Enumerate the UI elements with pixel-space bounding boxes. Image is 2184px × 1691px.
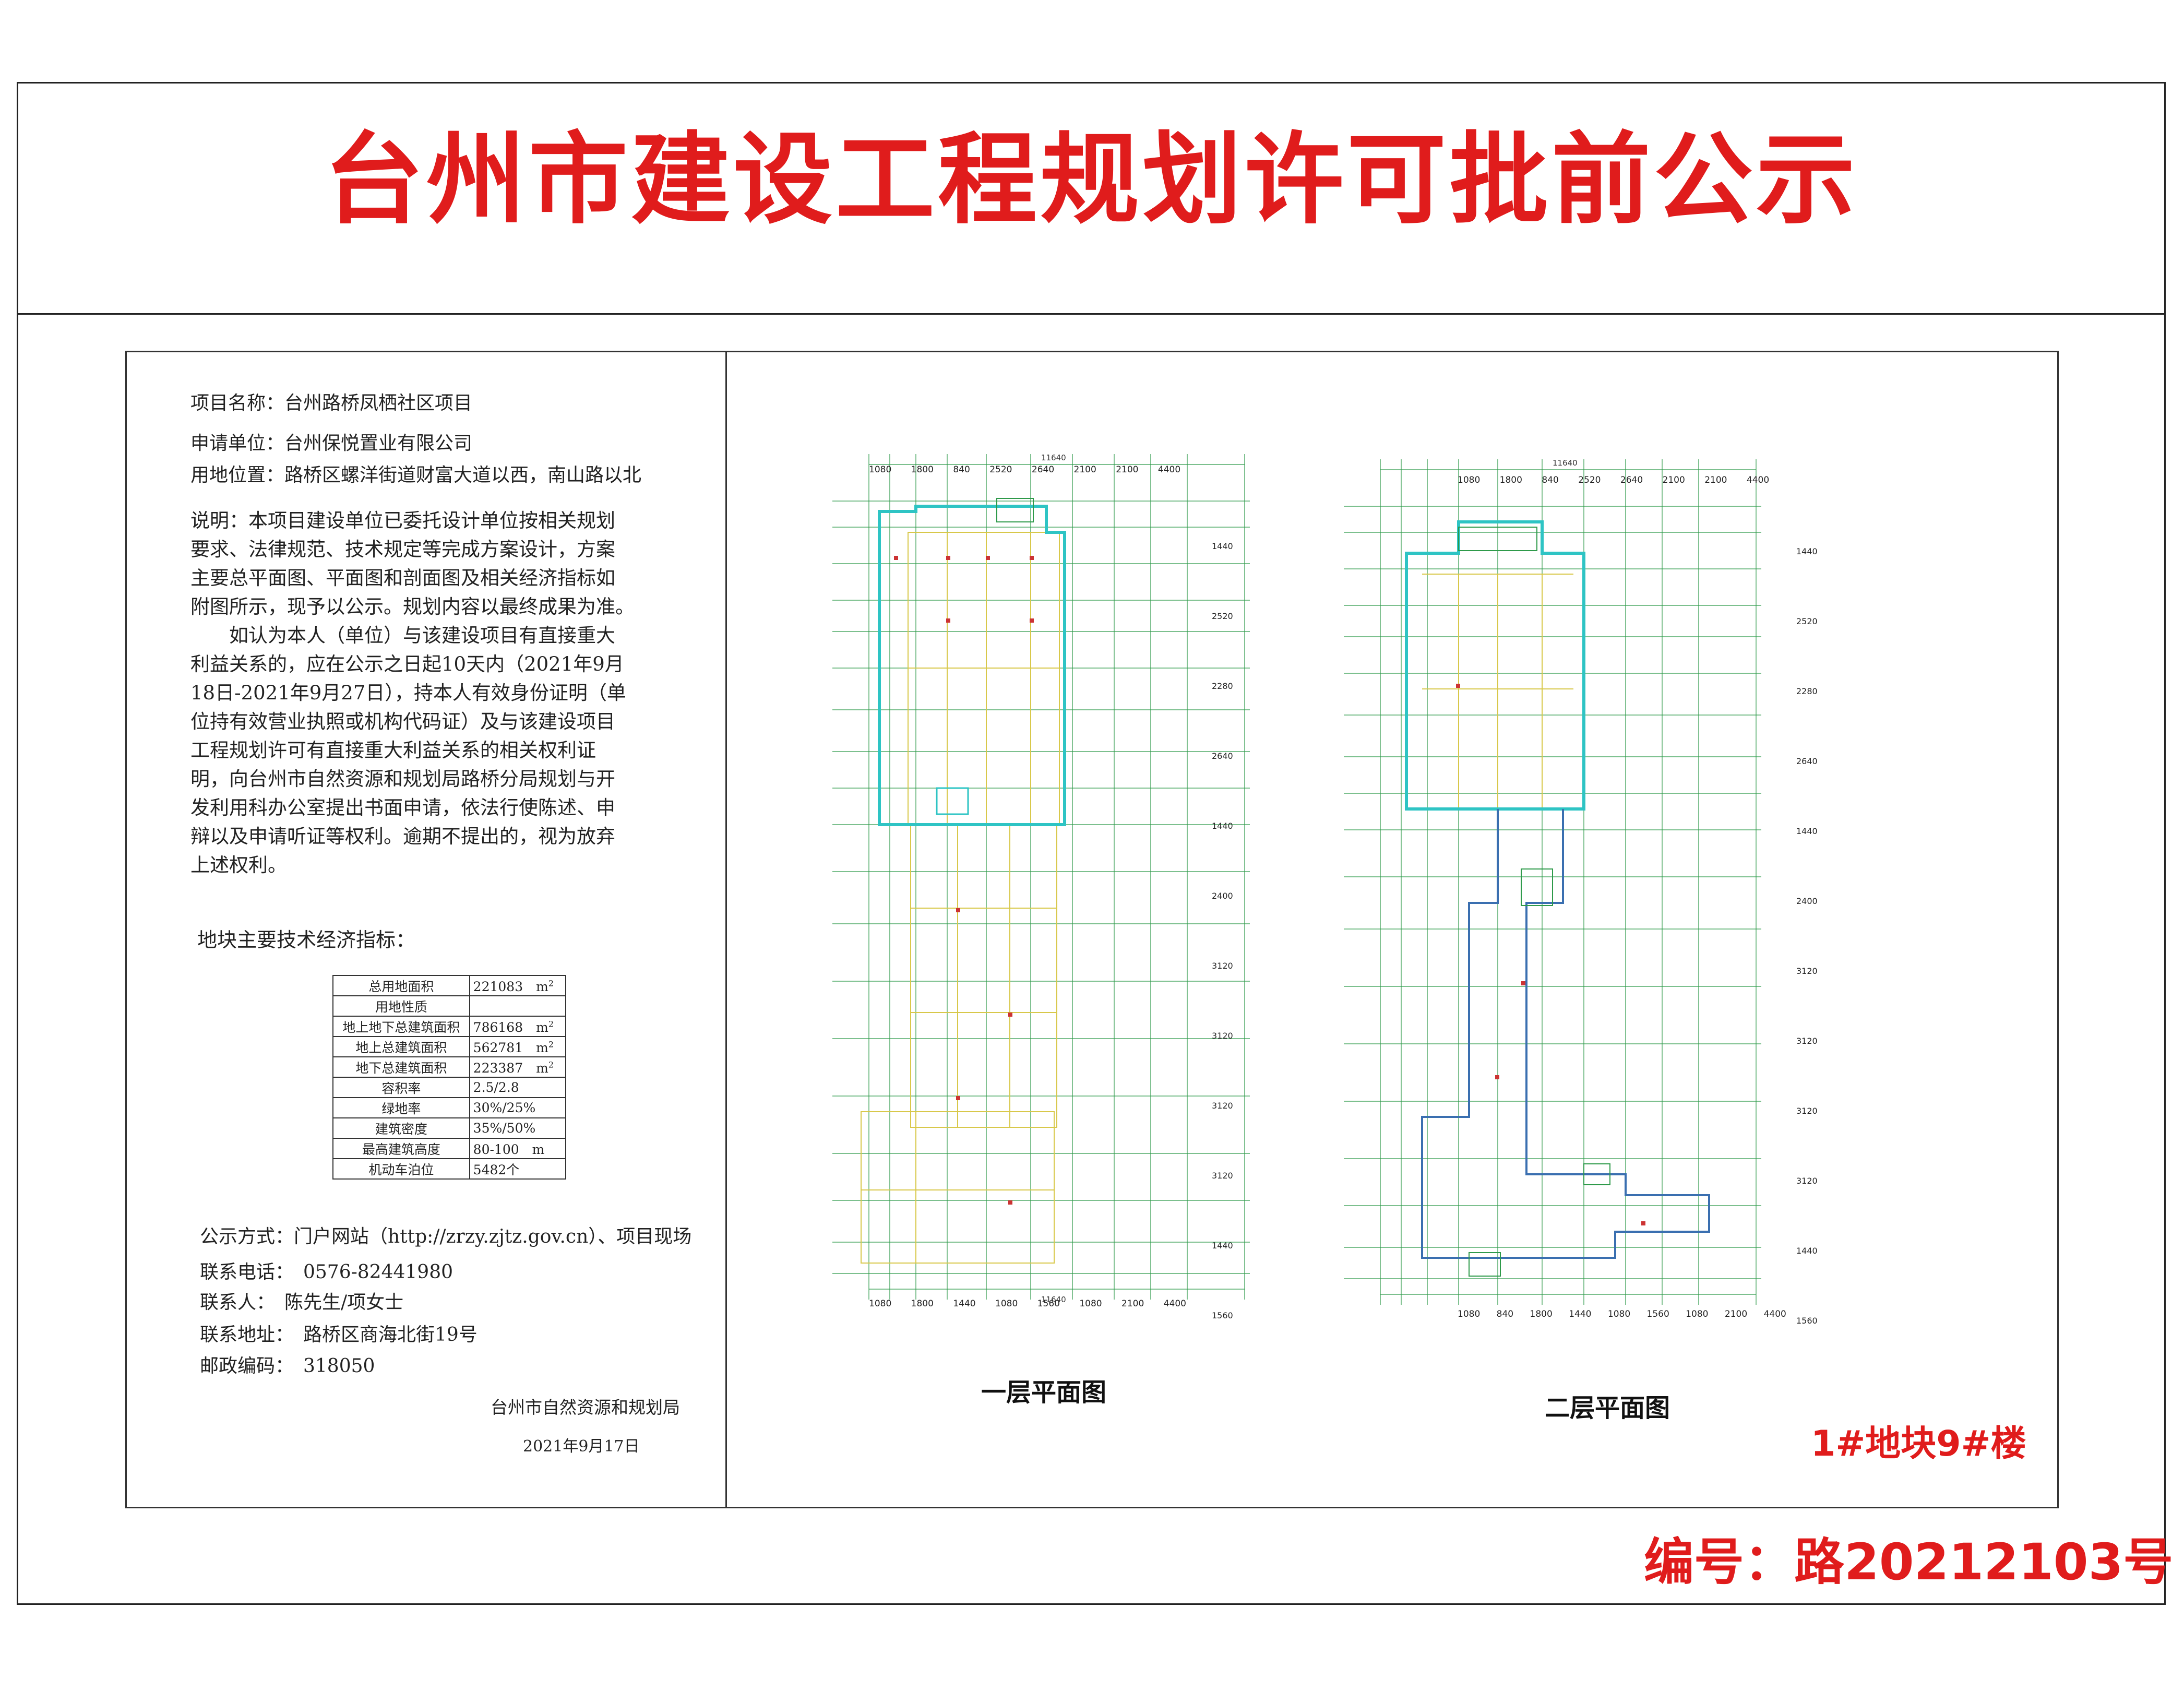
plan2-grid [1344, 459, 1761, 1305]
description-line: 要求、法律规范、技术规定等完成方案设计，方案 [190, 538, 615, 561]
indicator-label: 用地性质 [332, 995, 470, 1017]
plan1-outline [878, 505, 1066, 826]
indicator-value-cell: 223387 m2 [469, 1056, 567, 1078]
indicator-label: 机动车泊位 [332, 1158, 470, 1180]
title-divider [17, 313, 2166, 315]
indicator-value-cell: 2.5/2.8 [469, 1077, 567, 1098]
location-row: 用地位置：路桥区螺洋街道财富大道以西，南山路以北 [190, 466, 641, 485]
description-line: 附图所示，现予以公示。规划内容以最终成果为准。 [190, 596, 635, 618]
description-line: 辩以及申请听证等权利。逾期不提出的，视为放弃 [190, 825, 615, 848]
applicant-label: 申请单位： [190, 433, 285, 454]
description-line: 利益关系的，应在公示之日起10天内（2021年9月 [190, 653, 624, 675]
description-line: 发利用科办公室提出书面申请，依法行使陈述、申 [190, 796, 615, 819]
svg-text:11640: 11640 [1553, 458, 1578, 468]
indicator-label: 地上总建筑面积 [332, 1036, 470, 1057]
indicator-label: 地下总建筑面积 [332, 1056, 470, 1078]
project-name: 台州路桥凤栖社区项目 [284, 392, 473, 414]
description-line: 明，向台州市自然资源和规划局路桥分局规划与开 [190, 768, 615, 790]
content-divider [725, 351, 727, 1508]
svg-text:11640: 11640 [1041, 1295, 1066, 1304]
content-frame [125, 351, 2059, 1508]
contact-person: 联系人： 陈先生/项女士 [200, 1292, 404, 1313]
description-line: 说明：本项目建设单位已委托设计单位按相关规划 [190, 509, 615, 532]
description-line: 位持有效营业执照或机构代码证）及与该建设项目 [190, 710, 615, 733]
description-line: 工程规划许可有直接重大利益关系的相关权利证 [190, 739, 596, 761]
indicator-value-cell: 562781 m2 [469, 1036, 567, 1057]
notice-frame [17, 82, 2166, 1605]
indicator-label: 地上地下总建筑面积 [332, 1016, 470, 1037]
issuer: 台州市自然资源和规划局 [491, 1397, 680, 1418]
project-name-row: 项目名称：台州路桥凤栖社区项目 [190, 394, 472, 413]
indicator-label: 总用地面积 [332, 975, 470, 996]
page-title: 台州市建设工程规划许可批前公示 [324, 122, 1858, 237]
indicator-label: 绿地率 [332, 1097, 470, 1118]
indicator-value-cell: 35%/50% [469, 1117, 567, 1139]
indicator-value-cell: 221083 m2 [469, 975, 567, 996]
project-name-label: 项目名称： [190, 392, 285, 414]
location: 路桥区螺洋街道财富大道以西，南山路以北 [284, 465, 642, 486]
description-block: 说明：本项目建设单位已委托设计单位按相关规划 要求、法律规范、技术规定等完成方案… [190, 506, 635, 879]
issue-date: 2021年9月17日 [523, 1437, 640, 1456]
reference-number: 编号：路20212103号 [1644, 1533, 2174, 1591]
plan2-walls [1422, 574, 1573, 809]
description-line: 18日-2021年9月27日），持本人有效身份证明（单 [190, 682, 626, 704]
plan2-caption: 二层平面图 [1545, 1394, 1670, 1423]
description-line: 如认为本人（单位）与该建设项目有直接重大 [190, 624, 615, 647]
plan2-lower-outline [1421, 809, 1710, 1259]
indicator-label: 建筑密度 [332, 1117, 470, 1139]
plan2-dims-top: 1080 1800 840 2520 2640 2100 2100 4400 [1458, 475, 1770, 485]
plan1-dims-top: 1080 1800 840 2520 2640 2100 2100 4400 [869, 465, 1181, 475]
indicator-value-cell: 786168 m2 [469, 1016, 567, 1037]
indicator-value-cell: 80-100 m [469, 1138, 567, 1159]
indicator-label: 容积率 [332, 1077, 470, 1098]
applicant: 台州保悦置业有限公司 [284, 433, 473, 454]
floor-plans-drawing: 11640 11640 [832, 453, 1761, 1305]
indicator-value-cell: 5482个 [469, 1158, 567, 1180]
publicity-method: 公示方式：门户网站（http://zrzy.zjtz.gov.cn）、项目现场 [200, 1226, 692, 1247]
plot-label: 1#地块9#楼 [1811, 1423, 2026, 1464]
contact-address: 联系地址： 路桥区商海北街19号 [200, 1324, 478, 1345]
indicator-label: 最高建筑高度 [332, 1138, 470, 1159]
applicant-row: 申请单位：台州保悦置业有限公司 [190, 434, 472, 453]
plan1-drawing: 11640 11640 [832, 453, 1250, 1304]
plan2-dims-bottom: 1080 840 1800 1440 1080 1560 1080 2100 4… [1458, 1309, 1786, 1319]
plan2-outline [1405, 520, 1585, 811]
description-line: 主要总平面图、平面图和剖面图及相关经济指标如 [190, 567, 615, 589]
postcode: 邮政编码： 318050 [200, 1355, 375, 1377]
svg-text:11640: 11640 [1041, 453, 1066, 462]
plan2-drawing: 11640 [1344, 458, 1761, 1305]
indicators-heading: 地块主要技术经济指标： [197, 928, 416, 951]
plan1-caption: 一层平面图 [981, 1378, 1107, 1407]
location-label: 用地位置： [190, 465, 285, 486]
indicator-value-cell: 30%/25% [469, 1097, 567, 1118]
description-line: 上述权利。 [190, 854, 287, 876]
plan1-grid [832, 454, 1250, 1300]
indicator-value-cell [469, 995, 567, 1017]
contact-phone: 联系电话： 0576-82441980 [200, 1261, 453, 1283]
table-row: 用地性质 [332, 995, 567, 1017]
plan1-dims-bottom: 1080 1800 1440 1080 1560 1080 2100 4400 [869, 1299, 1186, 1309]
